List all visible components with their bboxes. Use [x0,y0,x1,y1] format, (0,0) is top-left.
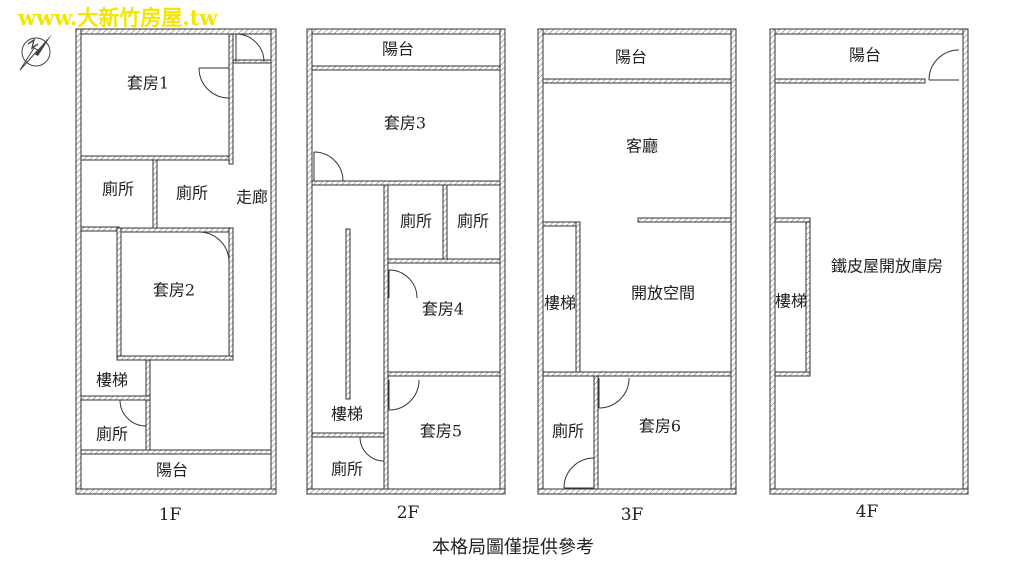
room-label: 走廊 [236,188,268,207]
room-label: 廁所 [552,422,584,441]
room-label: 套房4 [422,300,464,319]
disclaimer-caption: 本格局圖僅提供參考 [432,537,594,558]
room-label: 客廳 [626,137,658,156]
floor-label-2f: 2F [397,503,420,523]
floor-label-3f: 3F [621,505,644,525]
room-label: 廁所 [331,460,363,479]
room-label: 樓梯 [544,294,576,313]
floor-4f [769,28,969,495]
room-label: 陽台 [382,40,414,59]
floor-1f [75,28,277,495]
room-label: 套房2 [153,281,195,300]
room-label: 廁所 [176,184,208,203]
room-label: 樓梯 [96,371,128,390]
room-label: 開放空間 [631,284,695,303]
room-label: 樓梯 [775,292,807,311]
room-label: 樓梯 [331,405,363,424]
room-label: 鐵皮屋開放庫房 [831,257,943,276]
watermark-text: www.大新竹房屋.tw [18,5,218,30]
floor-2f [306,28,506,495]
room-label: 廁所 [96,425,128,444]
room-label: 套房3 [384,114,426,133]
floor-3f [537,28,737,495]
floor-label-1f: 1F [159,505,182,525]
room-label: 套房6 [639,417,681,436]
room-label: 套房1 [127,74,169,93]
room-label: 套房5 [420,422,462,441]
room-label: 廁所 [457,212,489,231]
north-arrow-icon [19,34,52,71]
room-label: 陽台 [156,461,188,480]
room-label: 陽台 [615,48,647,67]
room-label: 廁所 [102,180,134,199]
room-label: 陽台 [849,46,881,65]
floor-label-4f: 4F [856,502,879,522]
room-label: 廁所 [400,212,432,231]
